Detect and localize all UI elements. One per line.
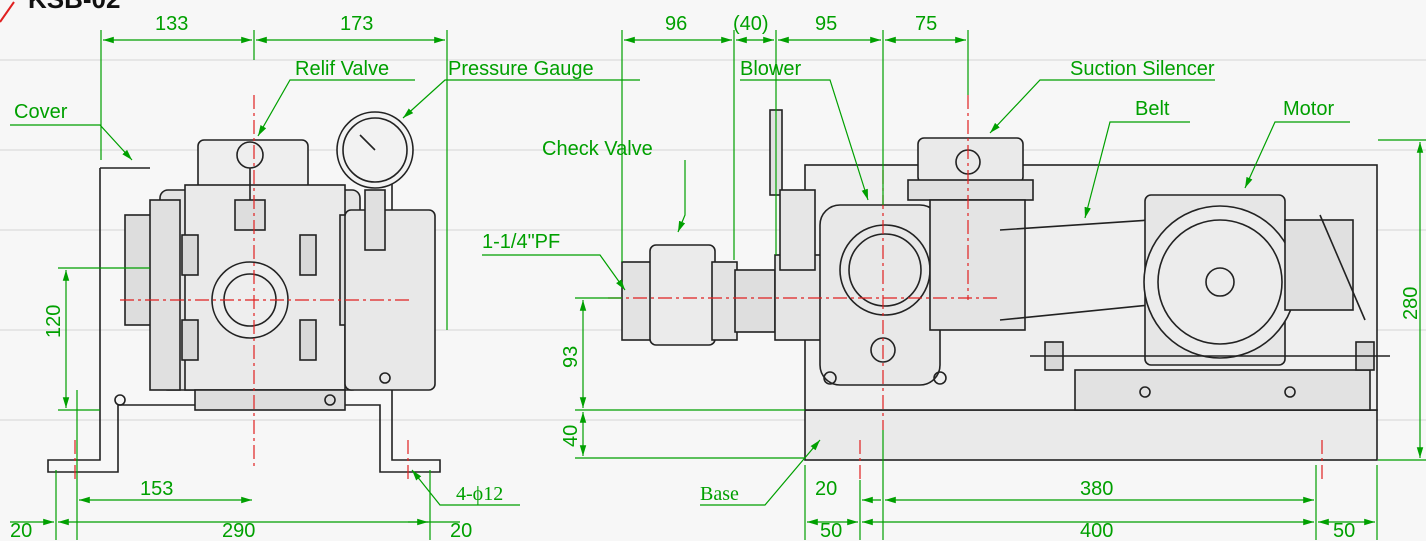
label-motor: Motor: [1283, 98, 1334, 120]
side-view-centerlines: [608, 95, 1323, 480]
side-view-assembly: [621, 109, 1390, 461]
dim-96: 96: [665, 13, 687, 35]
side-view-dimension-lines: [482, 30, 1426, 540]
dim-280: 280: [1400, 287, 1422, 320]
front-view-centerlines: [74, 95, 410, 480]
dim-95: 95: [815, 13, 837, 35]
dim-120: 120: [43, 305, 65, 338]
dim-side-50-right: 50: [1333, 520, 1355, 541]
label-blower: Blower: [740, 58, 801, 80]
dim-93: 93: [560, 346, 582, 368]
label-relief-valve: Relif Valve: [295, 58, 389, 80]
dim-20-mid: 20: [450, 520, 472, 541]
label-port-size: 1-1/4"PF: [482, 231, 560, 253]
label-suction-silencer: Suction Silencer: [1070, 58, 1215, 80]
dim-20-left: 20: [10, 520, 32, 541]
dim-side-380: 380: [1080, 478, 1113, 500]
title-accent: [0, 1, 15, 23]
dim-side-400: 400: [1080, 520, 1113, 541]
dim-75: 75: [915, 13, 937, 35]
label-pressure-gauge: Pressure Gauge: [448, 58, 594, 80]
drawing-title: KSB-02: [28, 0, 120, 14]
label-holes: 4-ϕ12: [456, 483, 503, 505]
dim-40: 40: [560, 425, 582, 447]
dim-side-20: 20: [815, 478, 837, 500]
label-belt: Belt: [1135, 98, 1170, 120]
dim-173: 173: [340, 13, 373, 35]
front-view-pump: [47, 111, 441, 473]
dim-133: 133: [155, 13, 188, 35]
dim-153: 153: [140, 478, 173, 500]
dim-40-paren: (40): [733, 13, 769, 35]
label-cover: Cover: [14, 101, 68, 123]
dim-side-50-left: 50: [820, 520, 842, 541]
label-base: Base: [700, 483, 739, 505]
dim-290: 290: [222, 520, 255, 541]
label-check-valve: Check Valve: [542, 138, 653, 160]
front-view-dimension-lines: [10, 30, 640, 540]
